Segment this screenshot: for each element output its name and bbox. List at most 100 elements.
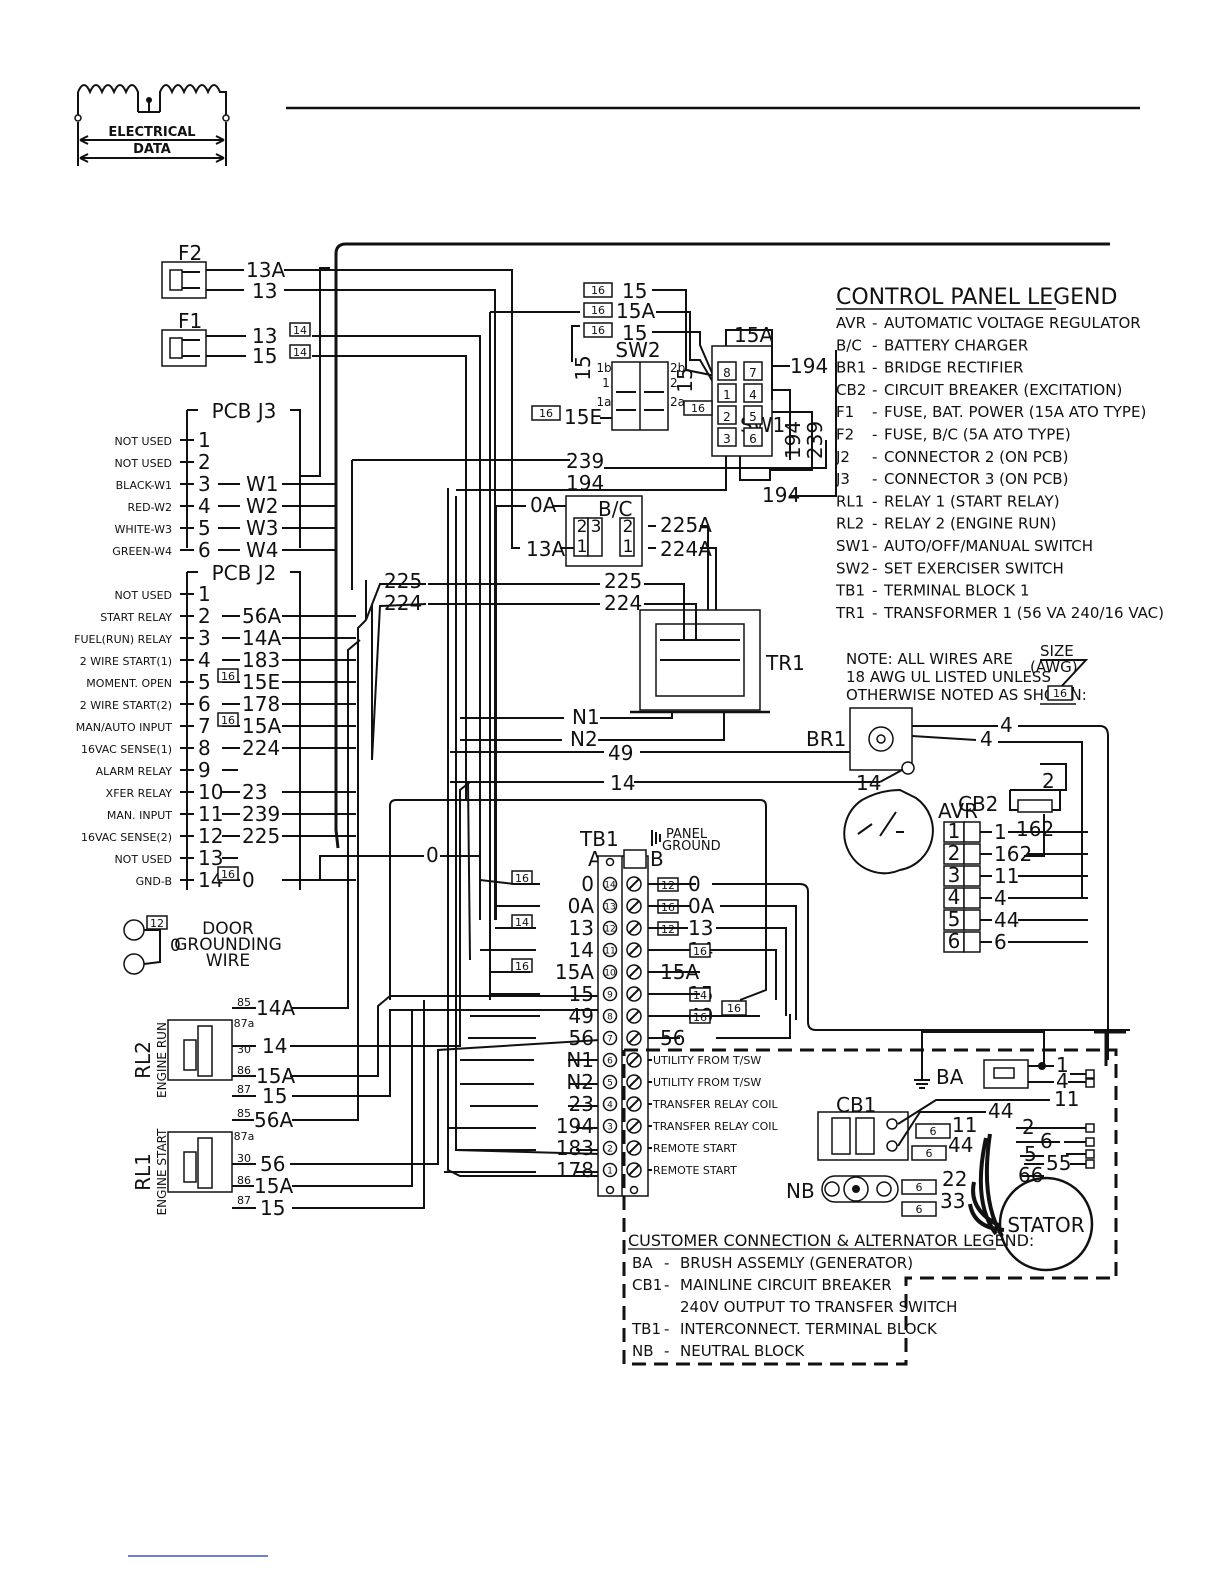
- tb1-label: TB1: [579, 827, 619, 851]
- rl2-w30: 14: [262, 1034, 287, 1058]
- harness-225-wire: [365, 580, 426, 621]
- rl1-p86: 86: [237, 1174, 251, 1187]
- br1-terminal: [901, 761, 915, 775]
- wire-note: NOTE: ALL WIRES ARE 18 AWG UL LISTED UNL…: [846, 642, 1089, 705]
- legend-dash: -: [872, 448, 877, 466]
- j3-pin-desc: NOT USED: [114, 435, 172, 448]
- avr-pin-cell-right: [963, 931, 981, 953]
- sw1-pin-cell: [743, 405, 763, 425]
- j2-pin-number: 5: [198, 670, 211, 694]
- customer-connection-legend: CUSTOMER CONNECTION & ALTERNATOR LEGEND:…: [628, 1231, 1034, 1360]
- battery-charger: 2 1 3 2 1 B/C 0A 13A 225A 224A: [495, 493, 717, 920]
- tb1-right-gauge: 16: [693, 1011, 707, 1024]
- tb1-left-wire: N2: [566, 1070, 594, 1094]
- j2-title: PCB J2: [212, 561, 277, 585]
- harness-224-wire: [371, 603, 427, 761]
- j3-pin-desc: RED-W2: [128, 501, 172, 514]
- bridge-rectifier-br1: BR1 4 4 14: [806, 707, 1109, 1060]
- tb1-right-gauge: 12: [661, 879, 675, 892]
- rl2-w87: 15: [262, 1084, 287, 1108]
- j2-pin-desc: ALARM RELAY: [96, 765, 173, 778]
- legend-dash: -: [872, 559, 877, 577]
- avr-pin-cell-right: [963, 887, 981, 909]
- stator-w2: 2: [1022, 1115, 1035, 1139]
- control-panel-legend: CONTROL PANEL LEGEND AVR-AUTOMATIC VOLTA…: [835, 285, 1164, 622]
- j2-pin-wire-label: 15E: [242, 670, 280, 694]
- tb1-screw-slot: [628, 900, 640, 912]
- tb1-terminal-a: [602, 1052, 618, 1068]
- stator-label: STATOR: [1007, 1213, 1084, 1237]
- j2-pin-number: 12: [198, 824, 223, 848]
- j2-pin-wire-label: 178: [242, 692, 280, 716]
- tb1-screw-slot: [628, 1010, 640, 1022]
- avr-label: AVR: [938, 799, 978, 823]
- j2-pin-desc: MOMENT. OPEN: [86, 677, 172, 690]
- customer-legend-dash: -: [664, 1276, 669, 1294]
- nb-stud-center: [852, 1185, 860, 1193]
- legend-desc: BATTERY CHARGER: [884, 336, 1028, 354]
- cb1-gauge-1: 6: [930, 1125, 937, 1138]
- rl2-p87a: 87a: [234, 1017, 255, 1030]
- tr1-wn2: N2: [570, 727, 598, 751]
- tb1-screw-slot: [628, 1142, 640, 1154]
- f2-wire-b: 13: [252, 279, 277, 303]
- j2-pin-number: 2: [198, 604, 211, 628]
- j3-pin-wire-label: W2: [246, 494, 279, 518]
- legend-code: J2: [835, 448, 850, 466]
- avr-pin-cell-right: [963, 909, 981, 931]
- cb1-w11: 11: [952, 1113, 977, 1137]
- sw2-p1: 1: [602, 376, 610, 390]
- sw2-label: SW2: [615, 338, 660, 362]
- tb1-left-gauge: 14: [515, 916, 529, 929]
- switch-sw2: SW2 1b 1 1a 2b 2 2a 15 15 16 16 16 16 15…: [489, 279, 721, 1000]
- legend-code: RL2: [836, 515, 864, 533]
- j2-pin-number: 13: [198, 846, 223, 870]
- customer-legend-code: CB1: [632, 1276, 662, 1294]
- rl1-w30: 56: [260, 1152, 285, 1176]
- middle-wire-labels: 239 194 225 224: [384, 440, 827, 615]
- tb1-terminal-a: [602, 986, 618, 1002]
- customer-legend-desc: BRUSH ASSEMLY (GENERATOR): [680, 1254, 913, 1272]
- ba-label: BA: [936, 1065, 964, 1089]
- avr-pin-number: 6: [948, 929, 961, 953]
- door-terminal-top: [123, 919, 145, 941]
- j2-pin-number: 7: [198, 714, 211, 738]
- j2-pin-gauge-box: [217, 668, 239, 683]
- tb1-terminal-number: 11: [604, 947, 615, 957]
- tb1-terminal-a: [602, 1162, 618, 1178]
- tb1-terminal-number: 7: [607, 1035, 613, 1045]
- sw1-pin-number: 7: [749, 366, 757, 380]
- sw2-w1: 15: [622, 279, 647, 303]
- legend-dash: -: [872, 582, 877, 600]
- customer-legend-code: NB: [632, 1342, 654, 1360]
- tb1-left-gauge: 16: [515, 960, 529, 973]
- j3-pin-number: 3: [198, 472, 211, 496]
- j3-pin-desc: WHITE-W3: [115, 523, 172, 536]
- harness-panel-loop: [389, 799, 767, 1001]
- cb1-gauge-2: 6: [926, 1147, 933, 1160]
- legend-dash: -: [872, 515, 877, 533]
- tb1-terminal-number: 9: [607, 991, 613, 1001]
- harness-top-wire: [334, 242, 1110, 560]
- j2-pin-desc: NOT USED: [114, 853, 172, 866]
- j2-pin-number: 10: [198, 780, 223, 804]
- rl1-label: RL1: [131, 1153, 155, 1191]
- f1-wire-b: 15: [252, 344, 277, 368]
- customer-legend-desc: NEUTRAL BLOCK: [680, 1342, 805, 1360]
- br1-w4a: 4: [1000, 713, 1013, 737]
- j2-pin-desc: XFER RELAY: [106, 787, 173, 800]
- circuit-breaker-cb1: CB1 11 44 6 6 11 44: [817, 1087, 1079, 1161]
- legend-code: F2: [836, 426, 854, 444]
- j2-pin-gauge: 16: [221, 670, 235, 683]
- tb1-terminal-number: 14: [604, 881, 616, 891]
- mid-w0: 0: [426, 843, 439, 867]
- harness-w225: 225: [384, 569, 422, 593]
- tb1-left-wire: 178: [556, 1158, 594, 1182]
- tb1-terminal-desc: TRANSFER RELAY COIL: [652, 1098, 779, 1111]
- sw1-w-v2: 239: [803, 421, 827, 459]
- j2-pin-gauge: 16: [221, 714, 235, 727]
